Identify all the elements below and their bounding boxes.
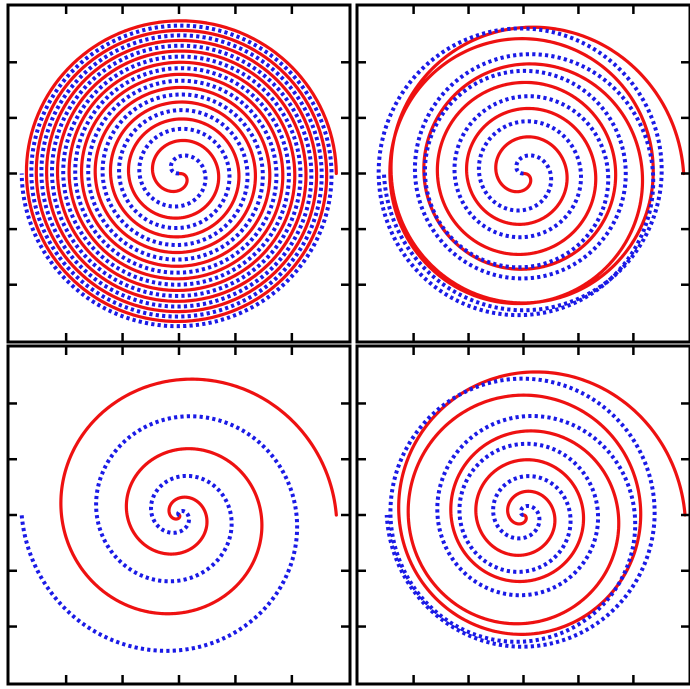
plot-area <box>384 370 687 649</box>
dotted-spiral-series <box>19 414 300 653</box>
panel-bottom-right <box>355 344 690 686</box>
solid-spiral-series <box>24 19 338 324</box>
plot-area <box>19 377 338 653</box>
solid-spiral-series <box>397 370 687 636</box>
solid-spiral-series <box>59 377 338 616</box>
panel-bottom-left <box>6 344 352 686</box>
dotted-spiral-series <box>376 26 664 318</box>
plot-area <box>19 19 338 329</box>
dotted-spiral-series <box>19 23 334 329</box>
dotted-spiral-series <box>384 376 657 649</box>
panel-top-right <box>355 3 690 344</box>
panel-top-left <box>6 3 352 344</box>
solid-spiral-series <box>388 25 686 306</box>
plot-area <box>376 25 686 318</box>
